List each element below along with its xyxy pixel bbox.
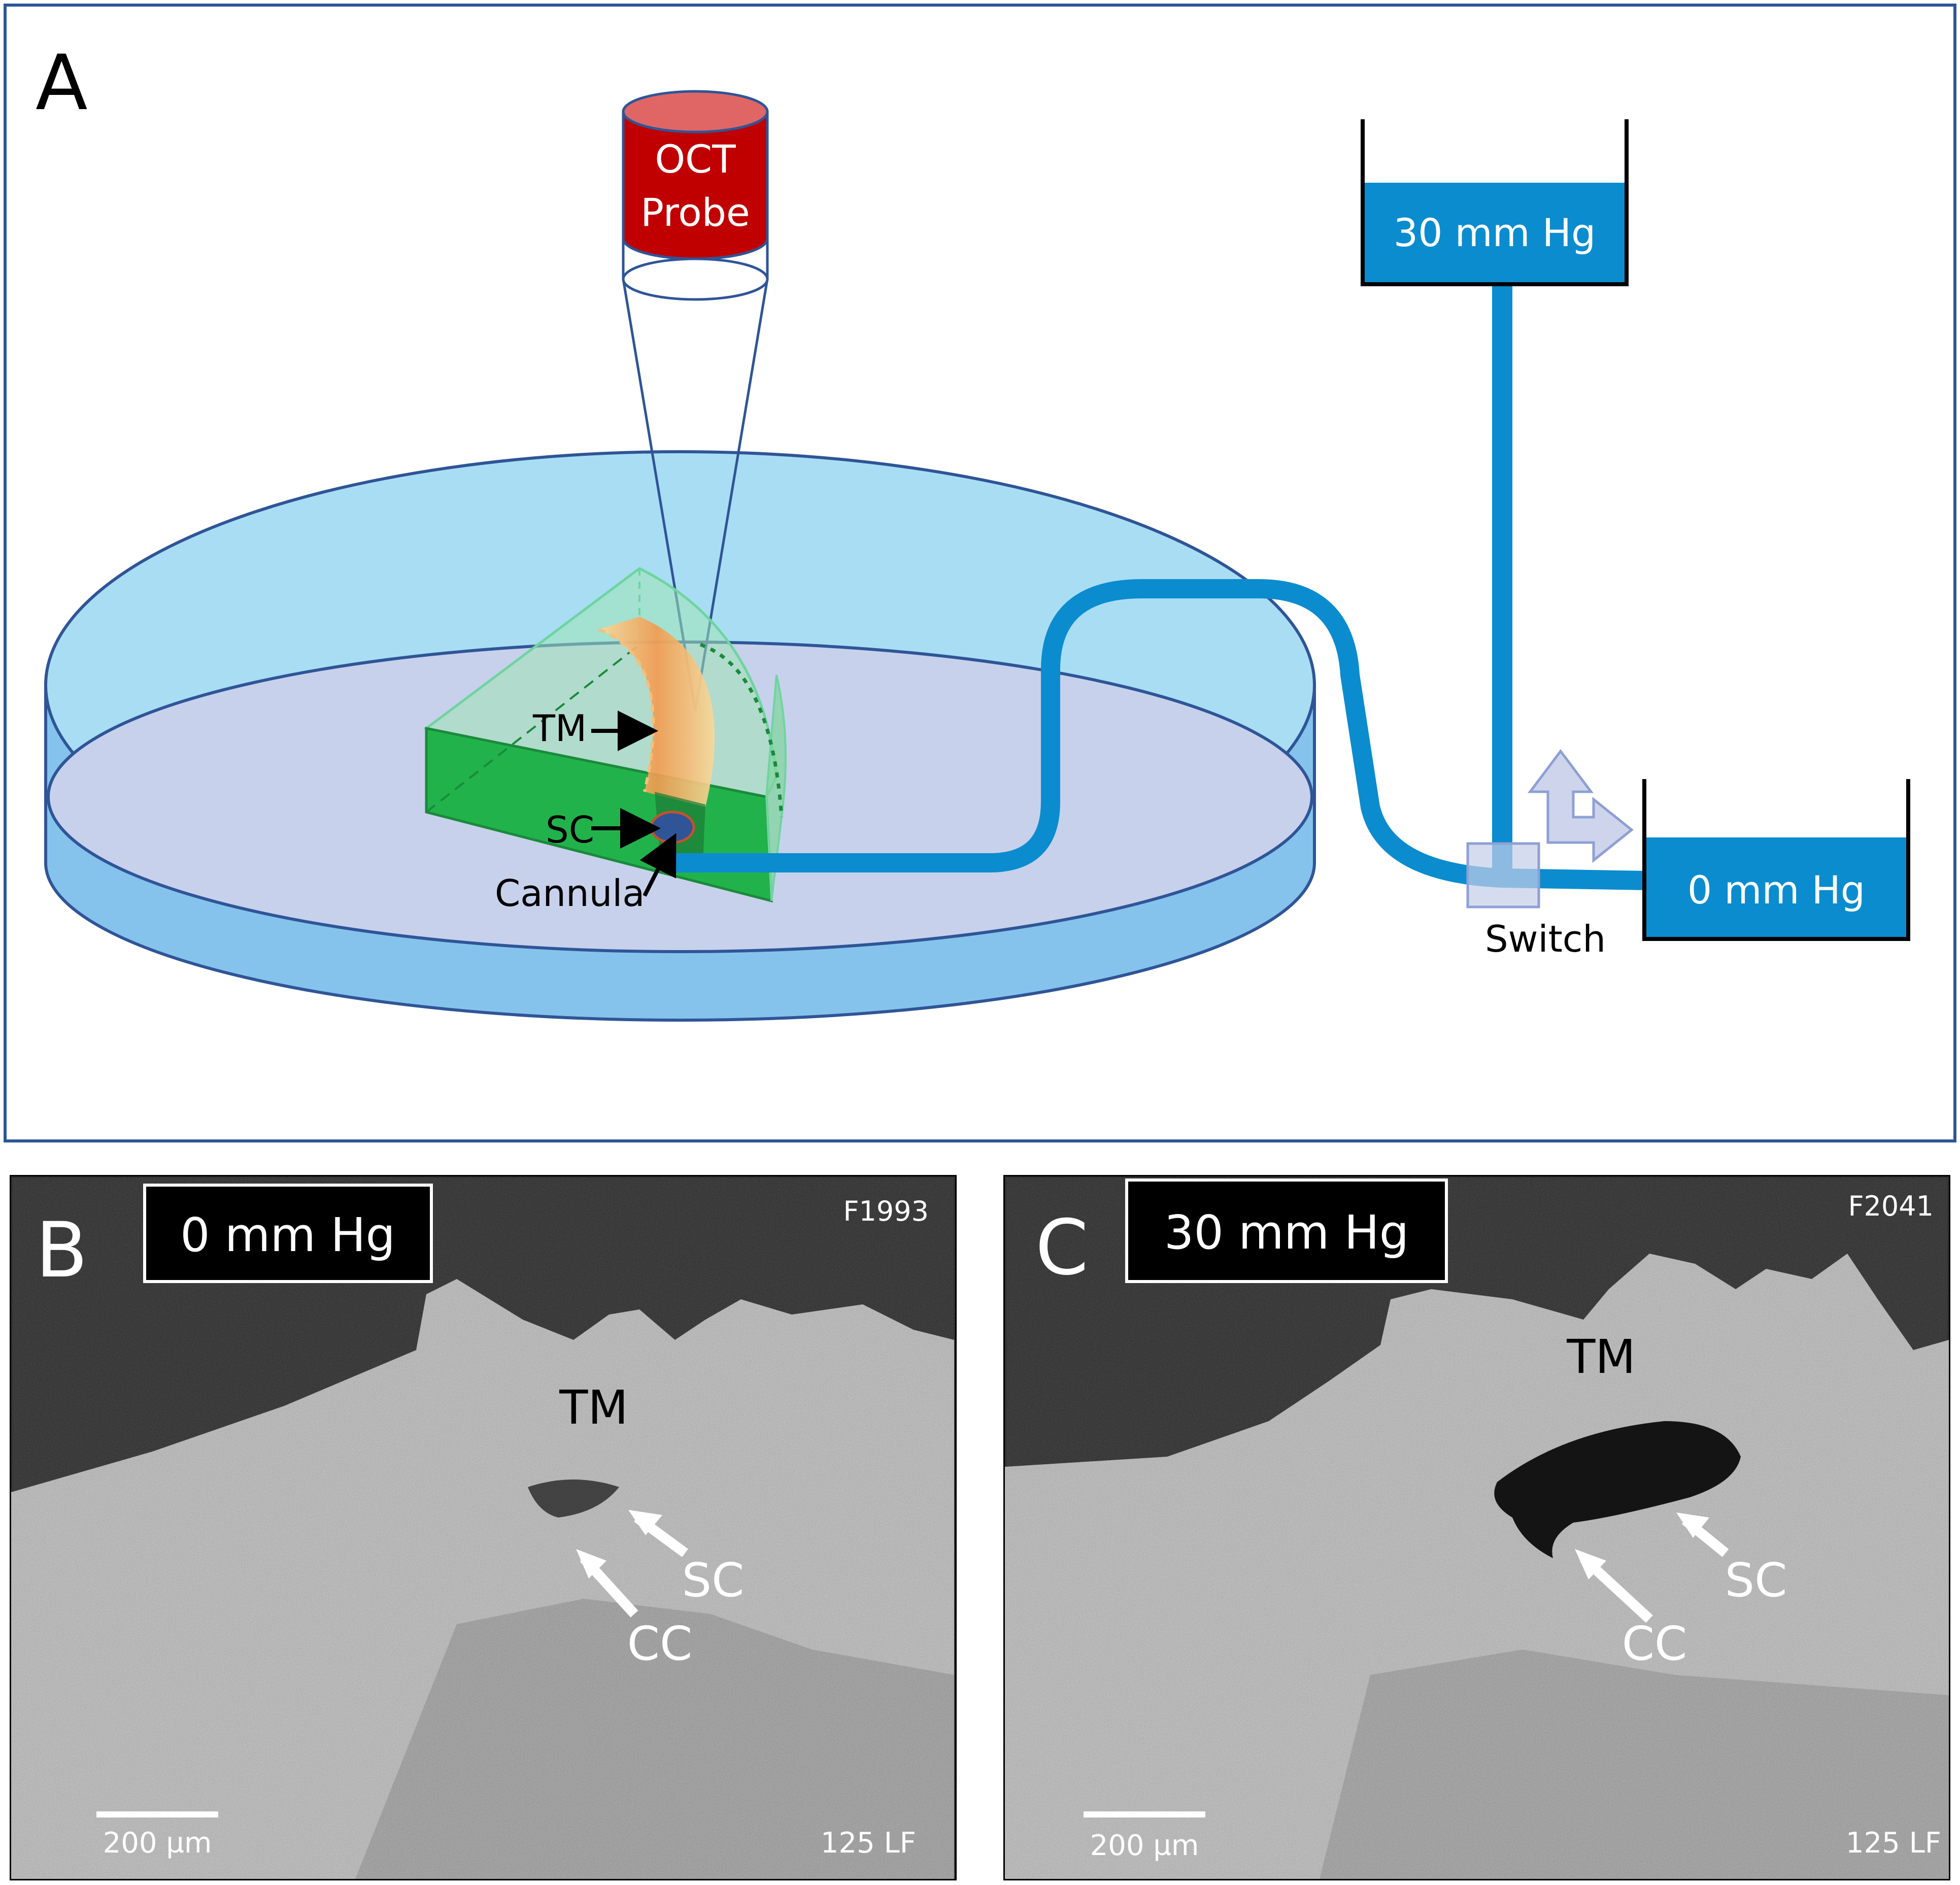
panel-b-letter: B [36, 1206, 88, 1295]
trabecular-meshwork-edge [598, 628, 655, 792]
cannula-label-arrow [639, 833, 677, 897]
panel-b-canal-shadow [528, 1479, 619, 1518]
wedge-side-face [765, 675, 787, 901]
panel-b-scale: 200 µm [103, 1827, 212, 1860]
reservoir-low: 0 mm Hg [1642, 779, 1910, 941]
panel-b-pressure: 0 mm Hg [180, 1208, 395, 1262]
panel-c-sc: SC [1725, 1553, 1787, 1607]
switch-label: Switch [1485, 918, 1606, 960]
reservoir-high: 30 mm Hg [1361, 119, 1629, 286]
wedge-hidden-edge-1 [425, 644, 640, 813]
panel-a-letter: A [36, 39, 88, 127]
panel-b-cc-arrowhead [576, 1549, 606, 1578]
panel-c-cc-arrowhead [1575, 1549, 1606, 1579]
panel-b-pressure-box [143, 1184, 433, 1283]
reservoir-low-label: 0 mm Hg [1687, 867, 1865, 913]
switch-direction-arrow [1528, 749, 1634, 863]
panel-c-tm: TM [1566, 1330, 1636, 1384]
panel-c-scale: 200 µm [1090, 1829, 1199, 1862]
cannula-label: Cannula [495, 872, 645, 915]
tissue-wedge [423, 567, 787, 903]
panel-c-sc-arrowhead [1676, 1512, 1709, 1538]
panel-c-frame-id: F2041 [1848, 1190, 1934, 1222]
wedge-hidden-curve [699, 643, 784, 818]
panel-b-speckle [11, 1176, 955, 1879]
panel-c-cc: CC [1622, 1617, 1687, 1671]
panel-c-lf: 125 LF [1846, 1827, 1941, 1860]
panel-b-tm: TM [559, 1381, 628, 1435]
probe-top [622, 90, 769, 133]
reservoir-high-label: 30 mm Hg [1394, 210, 1596, 255]
probe-beam-ring [622, 257, 769, 301]
probe-body [622, 110, 769, 260]
panel-b-sc: SC [682, 1553, 745, 1607]
probe-label-line1: OCT [655, 137, 736, 182]
panel-b: 0 mm Hg B F1993 TM SC CC 200 µm 125 LF [10, 1175, 957, 1880]
cannula-tip [650, 811, 695, 844]
probe-label-line2: Probe [640, 190, 750, 235]
switch-box [1466, 842, 1540, 908]
panel-c-pressure: 30 mm Hg [1164, 1205, 1409, 1260]
oct-probe: OCT Probe [622, 90, 769, 711]
panel-b-sc-arrowhead [628, 1510, 662, 1535]
reservoir-low-walls [1642, 779, 1910, 941]
panel-b-cc: CC [627, 1617, 692, 1671]
panel-c-speckle [1005, 1176, 1949, 1879]
reservoir-high-walls [1361, 119, 1629, 286]
reservoir-high-water [1363, 183, 1627, 284]
perfusion-tube [672, 579, 1650, 890]
panel-a: A OCT Probe [4, 4, 1956, 1142]
panel-c-letter: C [1035, 1204, 1089, 1292]
reservoir-low-water [1644, 837, 1908, 939]
switch-valve: Switch [1466, 749, 1634, 960]
panel-c-pressure-box [1125, 1179, 1448, 1283]
panel-b-lf: 125 LF [821, 1827, 916, 1860]
tm-label: TM [532, 707, 587, 750]
panel-c-dilated-canal [1494, 1421, 1741, 1558]
sc-label: SC [546, 809, 594, 851]
panel-b-frame-id: F1993 [843, 1195, 929, 1227]
panel-c: 30 mm Hg C F2041 TM SC CC 200 µm 125 LF [1003, 1175, 1950, 1880]
